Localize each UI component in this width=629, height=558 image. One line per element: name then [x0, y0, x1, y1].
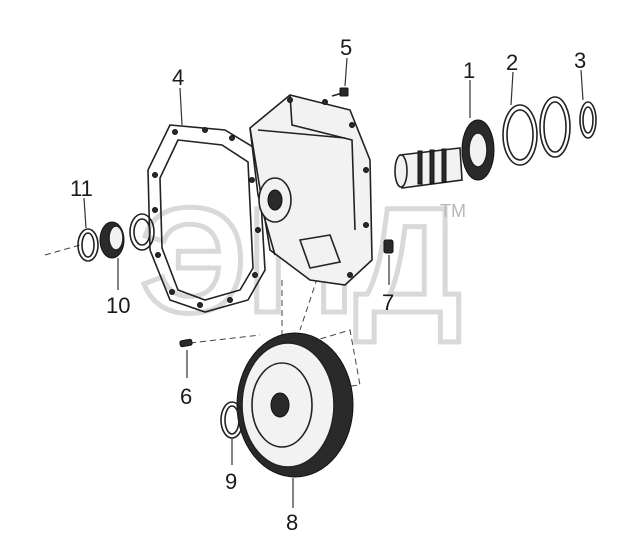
part-2-ring	[502, 104, 538, 166]
callout-6: 6	[180, 384, 192, 409]
part-10-bearing	[99, 213, 155, 259]
callout-5: 5	[340, 35, 352, 60]
part-5-bolt	[331, 87, 349, 97]
part-11-ring	[77, 228, 99, 262]
leader-lines	[83, 57, 584, 508]
part-1-shaft-bearing	[394, 119, 495, 189]
housing	[249, 94, 373, 286]
part-3-ring	[539, 96, 597, 158]
part-7-plug	[383, 239, 394, 254]
callout-8: 8	[286, 510, 298, 535]
callout-2: 2	[506, 50, 518, 75]
watermark-trademark: TM	[440, 201, 466, 221]
callout-10: 10	[106, 293, 130, 318]
callout-4: 4	[172, 65, 184, 90]
part-6-pin	[179, 338, 193, 348]
callout-labels: 1 2 3 4 5 6 7 8 9 10 11	[70, 35, 586, 535]
part-8-gear	[236, 332, 354, 478]
callout-3: 3	[574, 48, 586, 73]
callout-9: 9	[225, 469, 237, 494]
callout-11: 11	[70, 176, 93, 201]
callout-7: 7	[382, 290, 394, 315]
part-9-ring	[220, 401, 244, 439]
callout-1: 1	[463, 58, 475, 83]
part-4-gasket	[147, 124, 266, 313]
